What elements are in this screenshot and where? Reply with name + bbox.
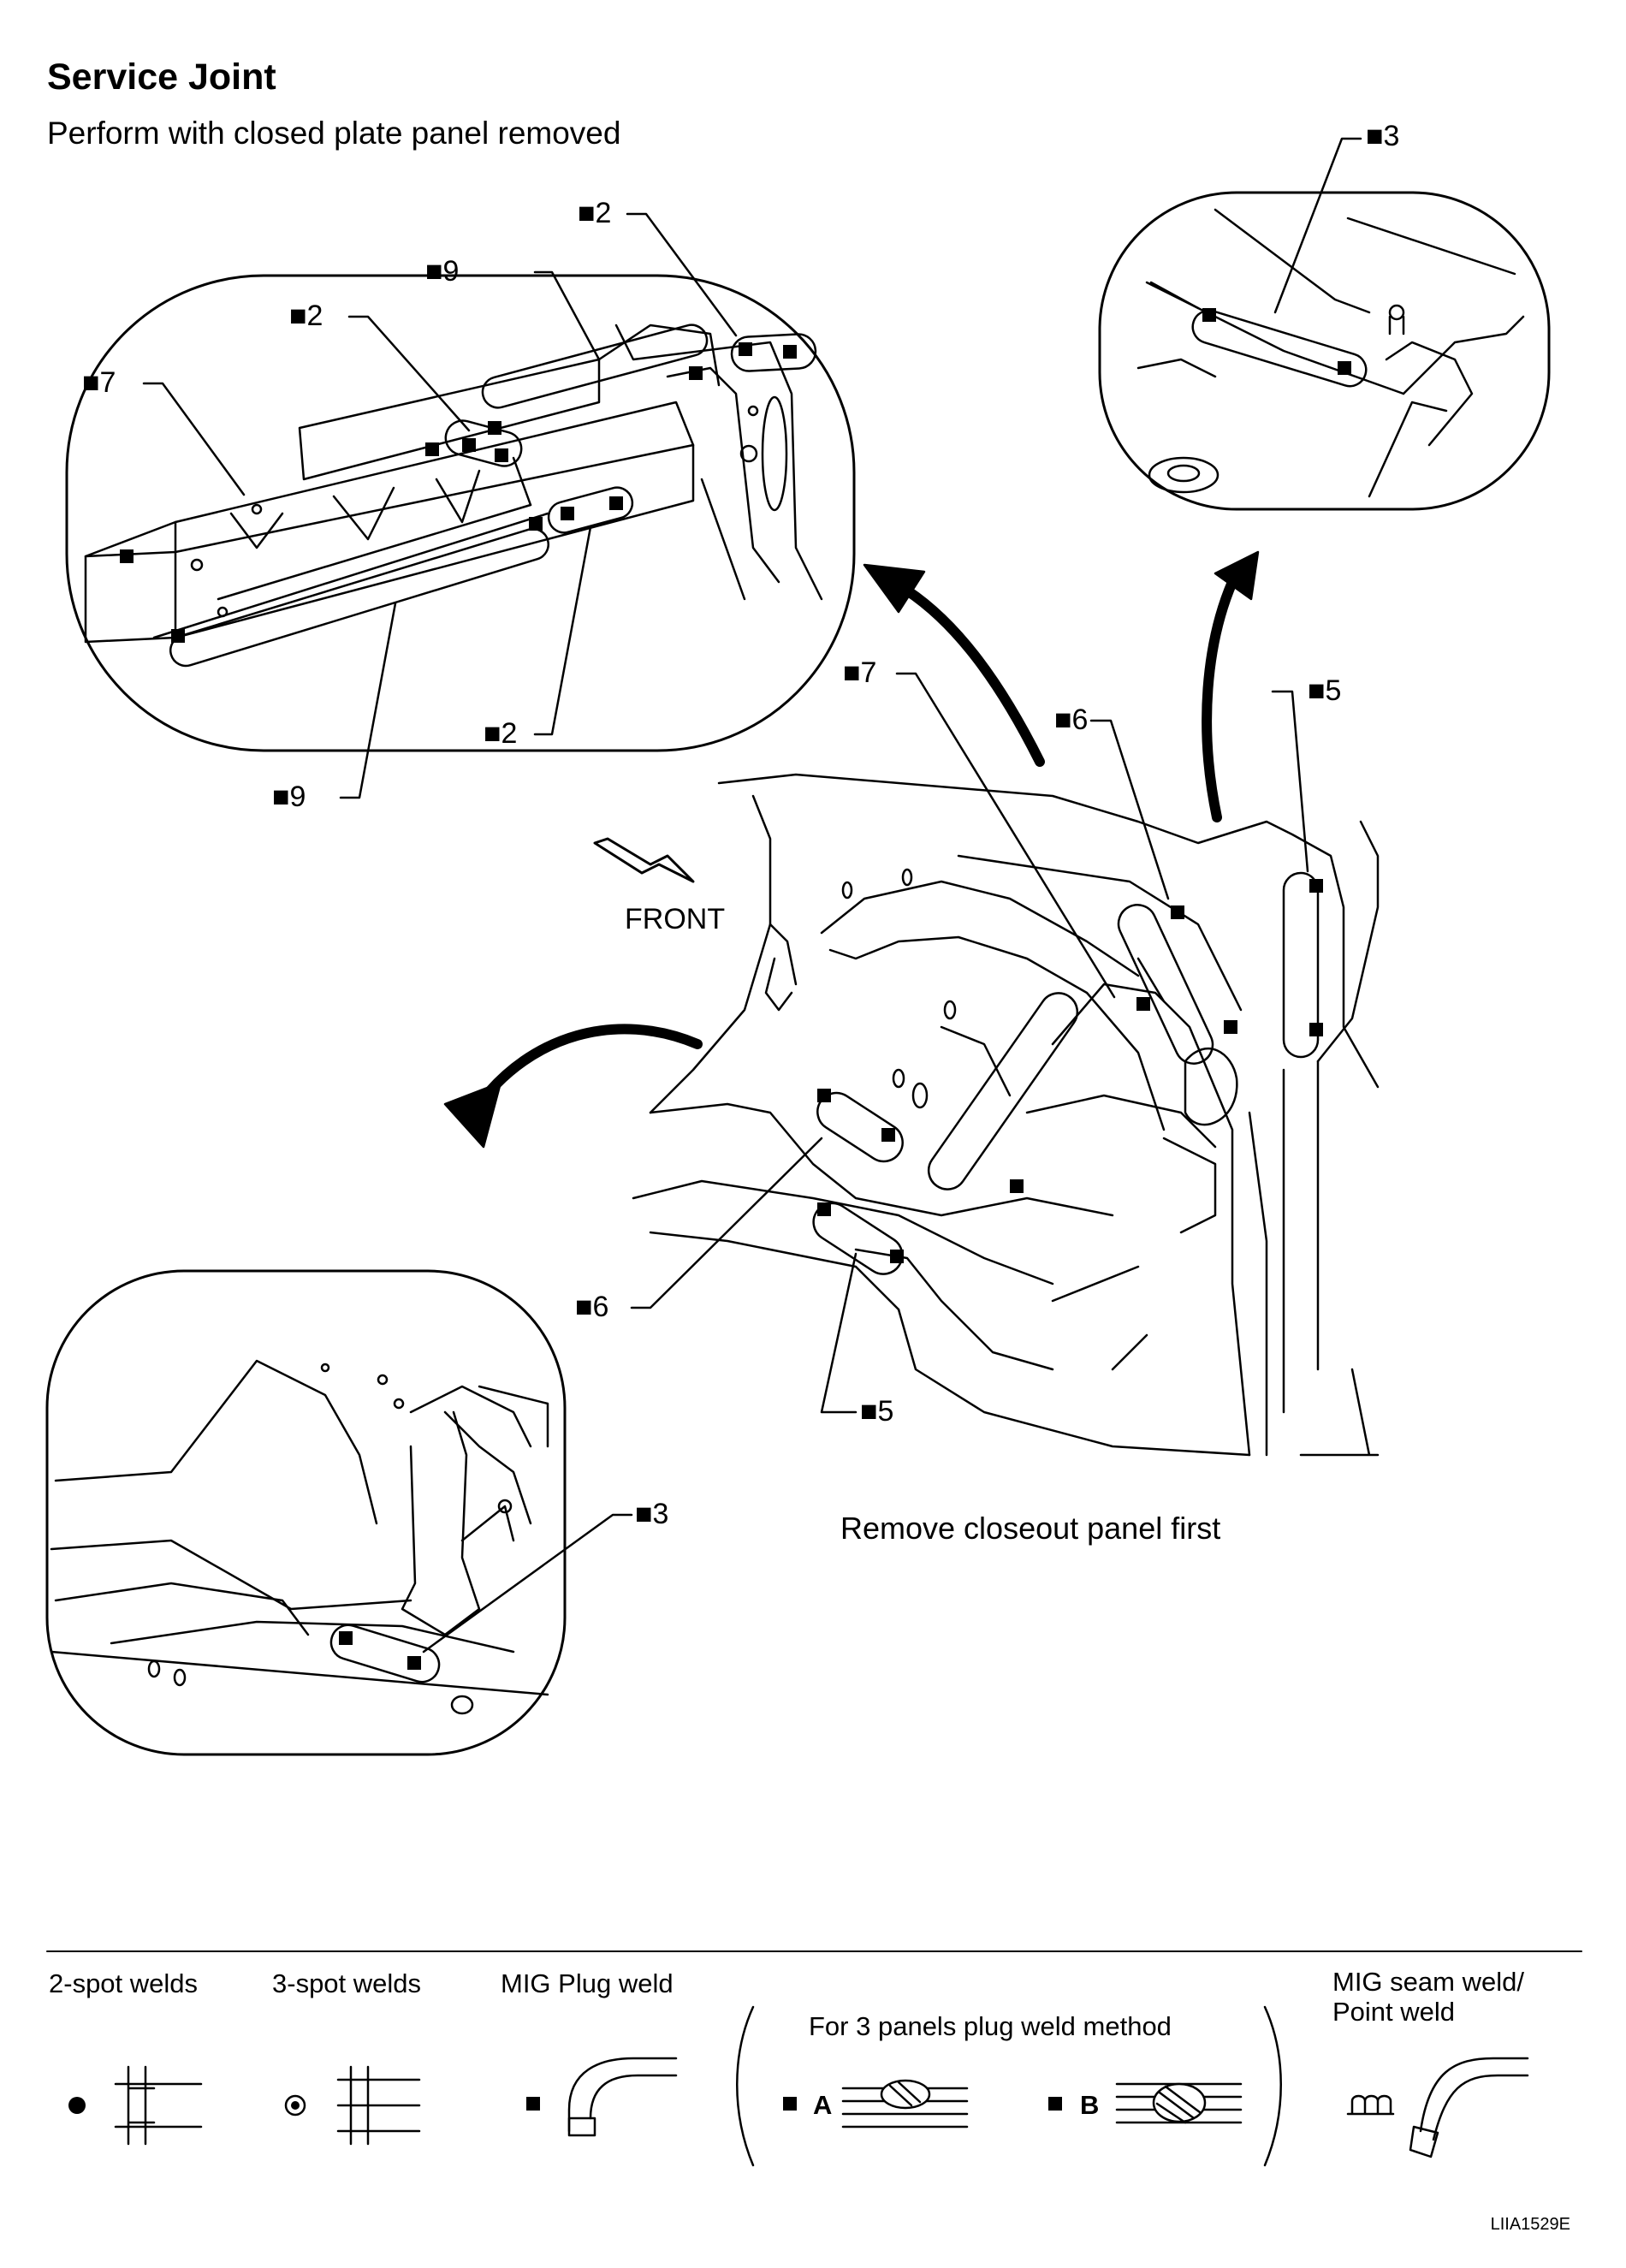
spot-marker-icon: ■ [575, 1291, 593, 1323]
callout-number: 6 [1071, 704, 1089, 736]
callout-9-top: ■9 [425, 255, 459, 288]
callout-number: 6 [592, 1291, 609, 1323]
callout-2-top: ■2 [578, 197, 611, 230]
callout-number: 5 [1325, 674, 1342, 707]
callout-number: 3 [652, 1498, 669, 1530]
callout-9-bottom: ■9 [272, 781, 306, 814]
spot-marker-icon: ■ [484, 717, 501, 750]
legend-three-panels: For 3 panels plug weld method [809, 2011, 1172, 2041]
page-subtitle: Perform with closed plate panel removed [47, 116, 621, 151]
callout-number: 9 [289, 781, 306, 813]
callout-5-lower: ■5 [860, 1395, 893, 1428]
legend-artwork [46, 1950, 1582, 2167]
callout-2-middle: ■2 [289, 300, 323, 333]
callout-3-lower-left: ■3 [635, 1498, 668, 1531]
spot-marker-icon: ■ [82, 366, 100, 399]
figure-code: LIIA1529E [1490, 2215, 1570, 2234]
callout-number: 5 [877, 1395, 894, 1428]
spot-marker-icon: ■ [635, 1498, 653, 1530]
spot-marker-icon: ■ [843, 656, 861, 689]
callout-number: 9 [442, 255, 460, 288]
callout-6-lower: ■6 [575, 1291, 608, 1324]
callout-7-left: ■7 [82, 366, 116, 400]
callout-7-center: ■7 [843, 656, 876, 690]
callout-number: 7 [99, 366, 116, 399]
legend-mig-plug-weld: MIG Plug weld [501, 1968, 674, 1998]
detail-view-upper-right [1098, 137, 1551, 822]
spot-marker-icon: ■ [289, 300, 307, 332]
spot-marker-icon: ■ [1054, 704, 1072, 736]
legend-method-b: B [1080, 2090, 1100, 2120]
spot-marker-icon: ■ [860, 1395, 878, 1428]
spot-marker-icon: ■ [425, 255, 443, 288]
spot-marker-icon: ■ [1308, 674, 1326, 707]
spot-marker-icon: ■ [1366, 120, 1384, 152]
callout-2-bottom: ■2 [484, 717, 517, 751]
detail-view-rear-rail [65, 212, 856, 799]
callout-number: 3 [1383, 120, 1400, 152]
callout-number: 2 [595, 197, 612, 229]
legend-3-spot-welds: 3-spot welds [272, 1968, 422, 1998]
front-label: FRONT [625, 903, 726, 935]
page-title: Service Joint [47, 56, 276, 98]
detail-view-lower-left [45, 1269, 633, 1756]
legend-method-a: A [813, 2090, 833, 2120]
spot-marker-icon: ■ [272, 781, 290, 813]
callout-6-center: ■6 [1054, 704, 1088, 737]
legend-2-spot-welds: 2-spot welds [49, 1968, 199, 1998]
closeout-caption: Remove closeout panel first [840, 1511, 1221, 1546]
callout-3-top-right: ■3 [1366, 120, 1399, 153]
callout-5-right: ■5 [1308, 674, 1341, 708]
callout-number: 2 [306, 300, 323, 332]
callout-number: 7 [860, 656, 877, 689]
spot-marker-icon: ■ [578, 197, 596, 229]
legend-point-weld: Point weld [1332, 1997, 1456, 2027]
legend-mig-seam-weld: MIG seam weld/ [1332, 1967, 1524, 1997]
main-quarter-panel-view [443, 563, 1380, 1457]
callout-number: 2 [501, 717, 518, 750]
